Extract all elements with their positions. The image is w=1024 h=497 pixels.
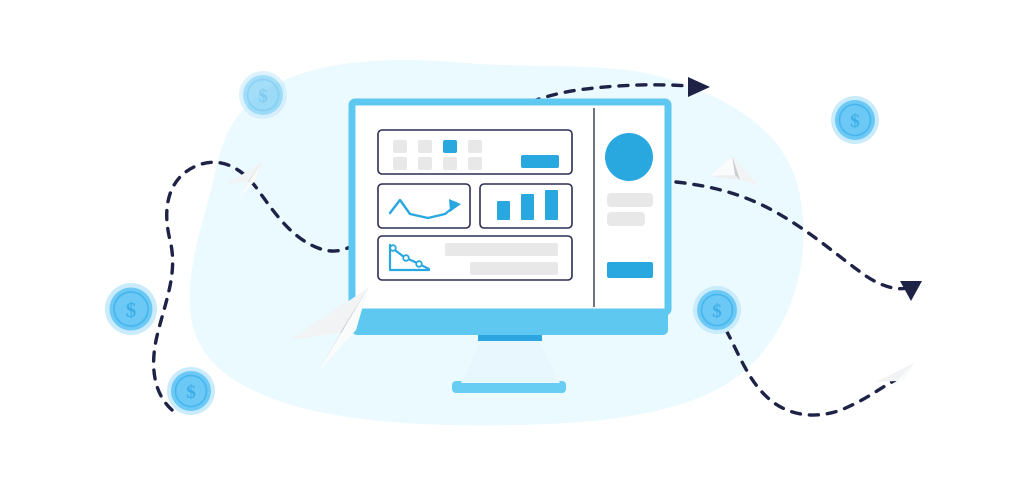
toolbar-card[interactable]: [377, 129, 573, 175]
trend-up-arrow-icon: [388, 198, 461, 220]
coin-top-right: $: [831, 96, 879, 144]
monitor-neck-collar: [478, 332, 542, 341]
side-panel: [605, 133, 653, 278]
arrow-down-icon: [900, 281, 922, 301]
dashed-path-left: [152, 160, 354, 412]
coin-dollar-symbol: $: [258, 86, 268, 107]
coin-top-left: $: [239, 71, 287, 119]
toolbar-grid-cell[interactable]: [468, 157, 482, 170]
toolbar-grid-cell[interactable]: [468, 140, 482, 153]
profile-name-placeholder: [607, 193, 653, 207]
sidebar-action-button[interactable]: [607, 262, 653, 278]
toolbar-grid-cell[interactable]: [393, 140, 407, 153]
toolbar-grid-cell[interactable]: [418, 157, 432, 170]
bar-chart-bar: [521, 194, 534, 220]
summary-card[interactable]: [377, 235, 573, 281]
toolbar-grid-cell[interactable]: [418, 140, 432, 153]
dashed-path-right: [674, 180, 910, 291]
trend-down-axis-icon: [388, 243, 431, 272]
paper-plane-lower-right: [876, 363, 914, 392]
coin-dollar-symbol: $: [712, 301, 722, 322]
summary-text-line-1: [445, 243, 558, 256]
toolbar-grid-cell[interactable]: [443, 157, 457, 170]
profile-meta-placeholder: [607, 212, 645, 226]
monitor-neck: [461, 337, 560, 383]
coin-dollar-symbol: $: [850, 111, 860, 132]
paper-plane-large: [290, 288, 368, 372]
toolbar-grid-cell[interactable]: [393, 157, 407, 170]
paper-planes-group: [227, 156, 914, 392]
paper-plane-left: [227, 162, 262, 198]
dashed-path-arrowheads: [688, 77, 922, 301]
bar-chart-card[interactable]: [479, 183, 573, 229]
desktop-monitor: [348, 98, 672, 393]
coin-left-middle: $: [105, 283, 157, 335]
coins-group: $ $ $ $ $: [105, 71, 879, 415]
trend-line-card-frame: [377, 183, 471, 229]
profile-avatar[interactable]: [605, 133, 653, 181]
dashed-path-bottom-right: [724, 328, 908, 417]
paper-plane-upper-right: [710, 156, 760, 186]
monitor-foot: [452, 381, 566, 393]
bar-chart-bar: [545, 190, 558, 220]
coin-dollar-symbol: $: [186, 382, 196, 403]
summary-text-line-2: [470, 262, 558, 275]
toolbar-primary-button[interactable]: [521, 155, 559, 168]
coin-right-middle: $: [693, 286, 741, 334]
coin-bottom-left: $: [167, 367, 215, 415]
trend-line-card[interactable]: [377, 183, 471, 229]
toolbar-grid-cell-active[interactable]: [443, 140, 457, 153]
bar-chart-bar: [497, 201, 510, 220]
main-panel: [377, 129, 573, 281]
coin-dollar-symbol: $: [126, 298, 137, 322]
arrow-right-icon: [688, 77, 710, 97]
